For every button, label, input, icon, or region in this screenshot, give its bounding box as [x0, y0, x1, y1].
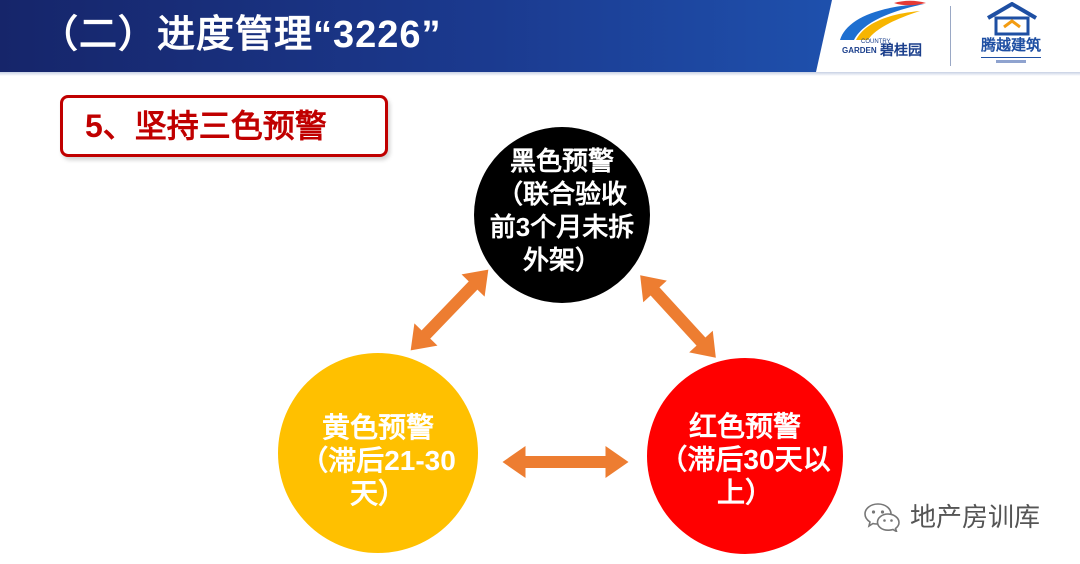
watermark: 地产房训库 — [864, 500, 1040, 534]
country-garden-logo-top-word: COUNTRY — [861, 39, 891, 45]
yellow-warning-circle: 黄色预警 （滞后21-30 天） — [278, 353, 478, 553]
tengyue-logo-rule — [981, 57, 1041, 58]
tengyue-logo-subline — [996, 60, 1026, 63]
double-arrow-black-red — [640, 275, 716, 358]
black-warning-title: 黑色预警 — [509, 146, 614, 176]
section-label: 5、坚持三色预警 — [85, 108, 327, 144]
house-logo-icon — [986, 2, 1038, 36]
red-warning-detail-line: （滞后30天以 — [659, 443, 831, 475]
double-arrow-yellow-red — [502, 446, 629, 478]
country-garden-logo-word: GARDEN — [842, 46, 877, 55]
red-warning-title: 红色预警 — [688, 410, 801, 442]
red-warning-detail-line: 上） — [716, 476, 773, 508]
yellow-warning-detail-line: （滞后21-30 — [300, 444, 456, 476]
wechat-icon — [864, 503, 900, 532]
red-warning-circle: 红色预警 （滞后30天以 上） — [647, 358, 843, 554]
black-warning-detail-line: 外架） — [522, 245, 601, 275]
black-warning-circle: 黑色预警 （联合验收 前3个月未拆 外架） — [474, 127, 650, 303]
watermark-text: 地产房训库 — [910, 502, 1041, 532]
tengyue-logo-name: 腾越建筑 — [981, 37, 1042, 54]
yellow-warning-title: 黄色预警 — [321, 411, 434, 443]
black-warning-detail-line: （联合验收 — [496, 179, 627, 209]
page-title: （二）进度管理“3226” — [40, 14, 442, 56]
black-warning-detail-line: 前3个月未拆 — [489, 212, 635, 242]
country-garden-logo-name: 碧桂园 — [880, 42, 922, 58]
logo-separator — [950, 6, 951, 66]
section-label-box: 5、坚持三色预警 — [60, 95, 388, 157]
header-divider — [0, 72, 1080, 76]
double-arrow-black-yellow — [410, 269, 489, 351]
country-garden-logo-icon — [840, 0, 926, 40]
yellow-warning-detail-line: 天） — [349, 477, 406, 509]
